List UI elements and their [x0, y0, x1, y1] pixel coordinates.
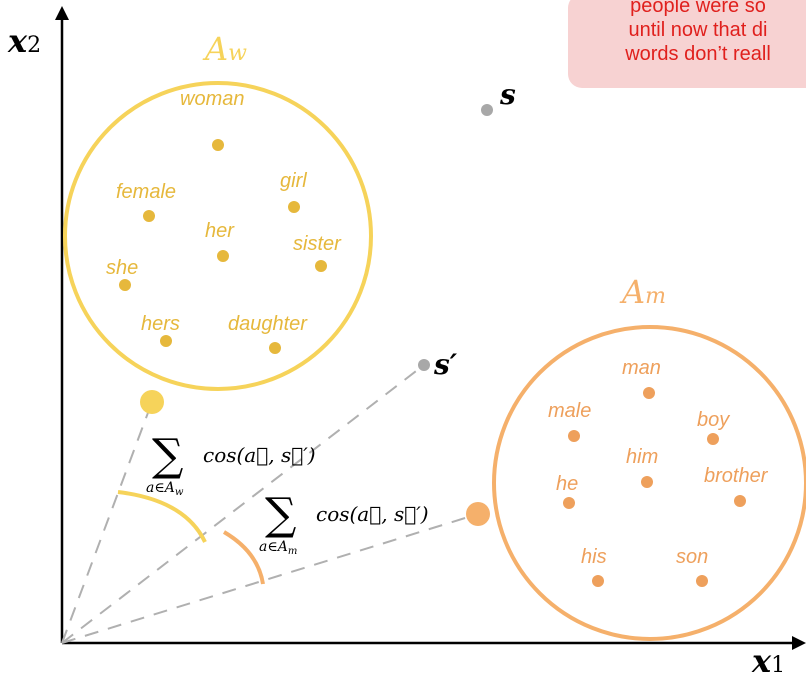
word-point: [641, 476, 653, 488]
word-label: brother: [704, 465, 769, 487]
annotation-note: people were so until now that di words d…: [568, 0, 806, 88]
s-prime-point: [418, 359, 430, 371]
word-label: he: [556, 473, 578, 495]
x-axis-arrow-icon: [792, 636, 806, 650]
note-line-3: words don’t reall: [625, 43, 771, 65]
ray-s-prime: [61, 364, 425, 644]
female-centroid-point: [140, 390, 164, 414]
female-words: woman female girl her sister she hers da…: [106, 88, 342, 354]
word-point: [592, 575, 604, 587]
ray-male-centroid: [61, 513, 479, 644]
female-similarity-formula: ∑ cos(a⃗, s⃗′) a∈Aw: [146, 430, 316, 498]
male-cluster-label: Am: [619, 273, 666, 311]
female-angle-arc: [117, 490, 207, 543]
word-label: female: [116, 181, 176, 203]
word-label: girl: [280, 170, 307, 192]
word-label: male: [548, 400, 591, 422]
s-prime-label: s′: [433, 348, 458, 381]
male-angle-arc: [222, 530, 265, 585]
word-point: [269, 342, 281, 354]
word-label: son: [676, 546, 708, 568]
male-similarity-formula: ∑ cos(a⃗, s⃗′) a∈Am: [259, 489, 429, 557]
word-point: [119, 279, 131, 291]
word-point: [217, 250, 229, 262]
female-cluster-circle: [63, 81, 373, 391]
word-label: hers: [141, 313, 180, 335]
word-point: [563, 497, 575, 509]
word-label: sister: [293, 233, 342, 255]
sum-subscript: a∈Aw: [146, 480, 184, 498]
word-label: daughter: [228, 313, 308, 335]
word-point: [696, 575, 708, 587]
male-cluster-circle: [492, 325, 806, 641]
word-point: [212, 139, 224, 151]
word-label: she: [106, 257, 138, 279]
female-cluster-label: Aw: [202, 30, 247, 68]
s-point: [481, 104, 493, 116]
y-axis-label: x2: [7, 22, 41, 60]
male-centroid-point: [466, 502, 490, 526]
word-point: [288, 201, 300, 213]
sum-symbol: ∑: [152, 430, 183, 481]
cos-expression: cos(a⃗, s⃗′): [316, 502, 429, 526]
word-label: him: [626, 446, 658, 468]
ray-female-centroid: [61, 401, 153, 644]
cos-expression: cos(a⃗, s⃗′): [203, 443, 316, 467]
word-label: woman: [180, 88, 244, 110]
word-point: [643, 387, 655, 399]
note-line-2: until now that di: [628, 19, 768, 41]
word-label: man: [622, 357, 661, 379]
x-axis-label: x1: [751, 642, 785, 675]
note-line-1: people were so: [630, 0, 766, 17]
y-axis-arrow-icon: [55, 6, 69, 20]
male-words: man male boy him brother he his son: [548, 357, 769, 587]
sum-symbol: ∑: [265, 489, 296, 540]
word-point: [707, 433, 719, 445]
word-point: [143, 210, 155, 222]
s-label: s: [499, 78, 516, 111]
word-point: [315, 260, 327, 272]
sum-subscript: a∈Am: [259, 539, 297, 557]
word-point: [568, 430, 580, 442]
word-label: her: [205, 220, 235, 242]
word-label: his: [581, 546, 607, 568]
word-label: boy: [697, 409, 730, 431]
word-point: [160, 335, 172, 347]
word-point: [734, 495, 746, 507]
